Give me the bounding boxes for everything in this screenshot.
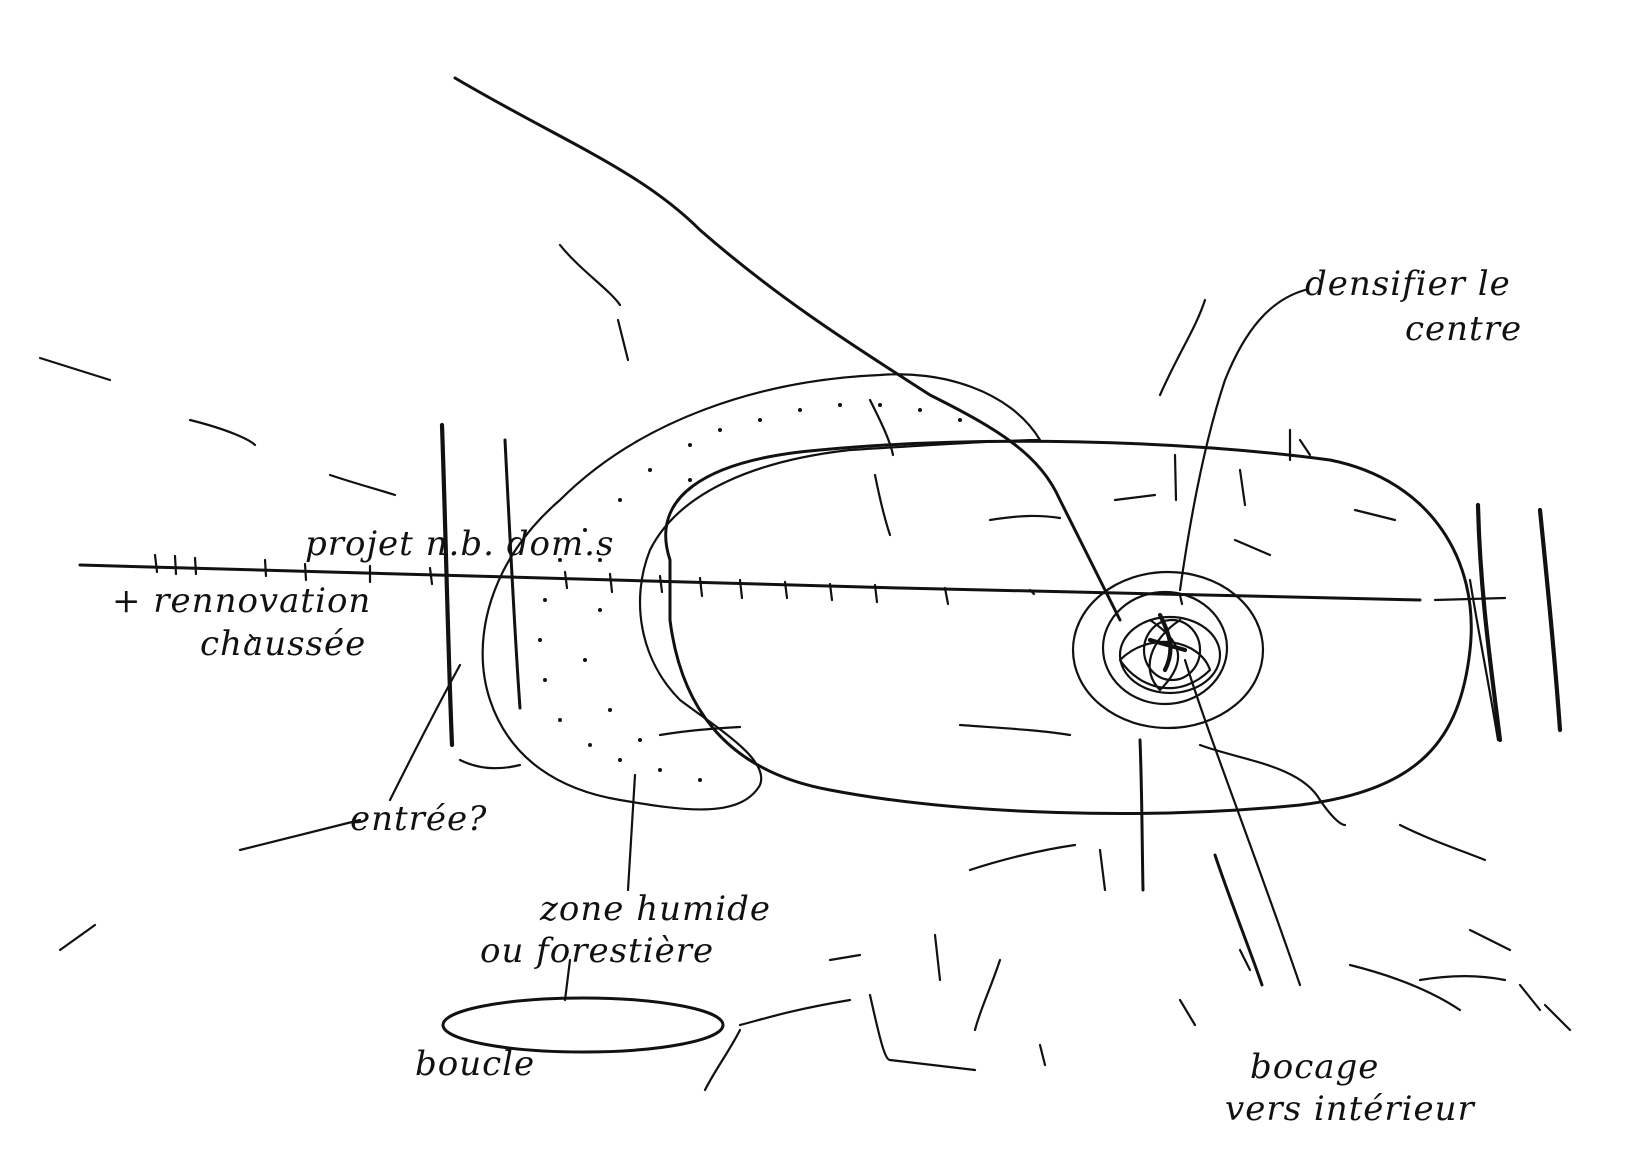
label-wet-zone: zone humide <box>539 889 771 929</box>
label-interior: vers intérieur <box>1225 1089 1476 1129</box>
label-road: chaussée <box>200 624 366 664</box>
vertical-stroke-3 <box>1475 502 1503 743</box>
knot-center-mark <box>1147 612 1188 673</box>
crescent-dots <box>538 403 962 782</box>
vertical-stroke-4 <box>1537 507 1563 733</box>
crescent-zone <box>481 373 1042 811</box>
vertical-stroke-5 <box>1468 578 1500 742</box>
ray-down-1 <box>1183 658 1302 987</box>
label-bocage: bocage <box>1250 1047 1379 1087</box>
label-densify-2: centre <box>1405 309 1522 349</box>
diagonal-stroke-top <box>453 76 1122 622</box>
label-renovation: + rennovation <box>112 581 371 621</box>
ray-down-2 <box>1198 743 1347 827</box>
center-knot <box>1071 570 1265 730</box>
background-dashes <box>38 243 1572 1092</box>
leader-entry <box>388 663 462 802</box>
road-ticks <box>153 553 1184 606</box>
label-loop: boucle <box>415 1044 535 1084</box>
label-densify: densifier le <box>1305 264 1511 304</box>
label-project: projet n.b. dom.s <box>305 524 614 564</box>
loop-ellipse <box>441 996 725 1054</box>
leader-loop <box>563 958 572 1002</box>
label-entry: entrée? <box>350 799 487 839</box>
leader-wet-zone <box>626 773 637 892</box>
road-axis <box>78 563 1422 602</box>
ray-down-4 <box>1213 853 1264 987</box>
label-forestry: ou forestière <box>480 931 714 971</box>
vertical-stroke-2 <box>503 438 522 710</box>
road-axis-tail <box>1433 596 1507 602</box>
leader-densify <box>1178 288 1307 592</box>
large-oval <box>664 439 1473 815</box>
ray-down-3 <box>1138 738 1145 892</box>
vertical-stroke-1 <box>439 422 455 748</box>
